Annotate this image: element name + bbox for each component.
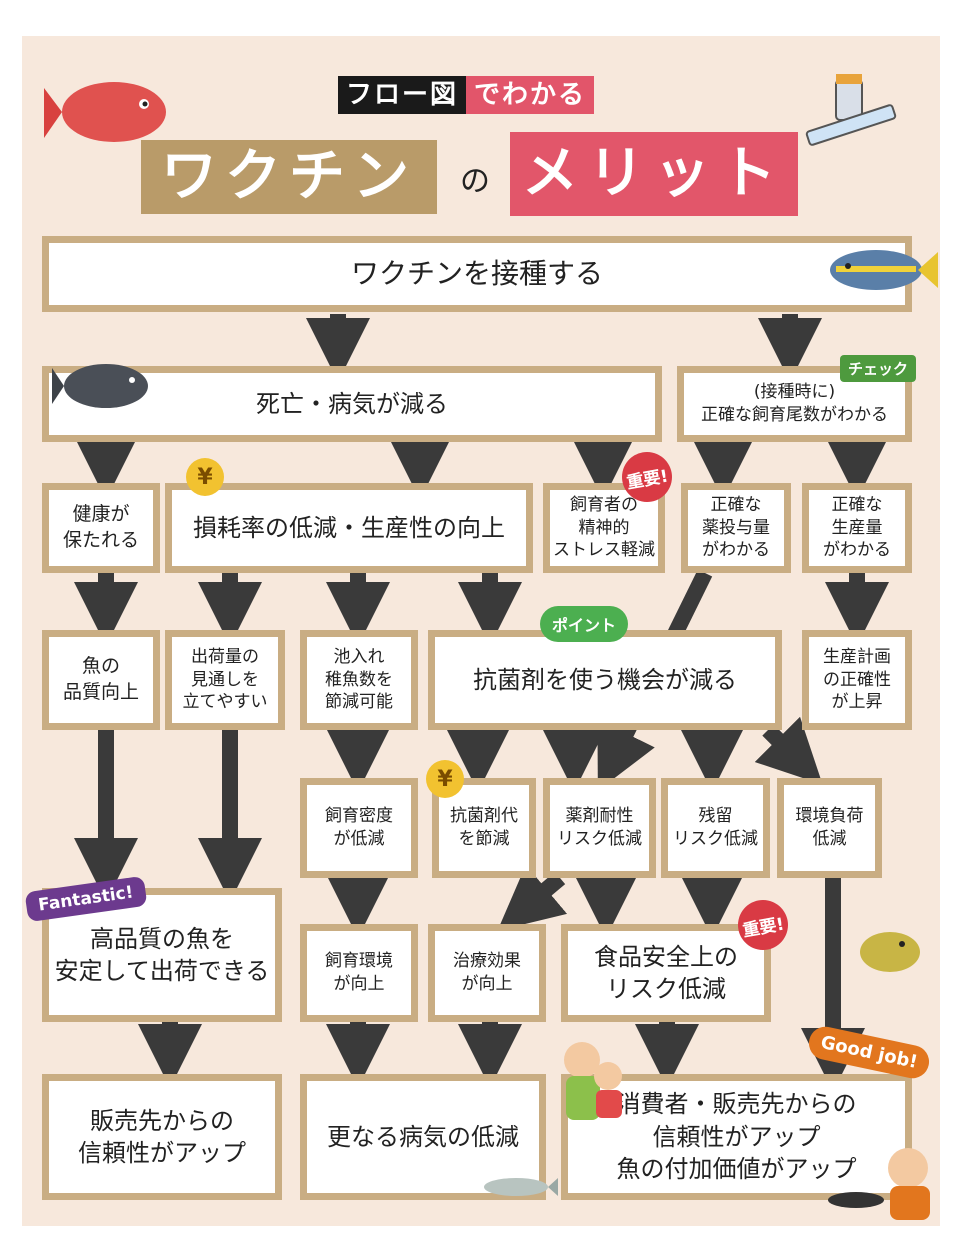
caption-pink: でわかる: [466, 76, 595, 114]
node-lossrate: 損耗率の低減・生産性の向上: [165, 483, 533, 573]
title-merit: メリット: [510, 132, 798, 216]
red-snapper-icon: [44, 82, 166, 142]
caption-black: フロー図: [338, 76, 467, 114]
node-fishquality: 魚の 品質向上: [42, 630, 160, 730]
node-vaccinate: ワクチンを接種する: [42, 236, 912, 312]
node-foodsafety: 食品安全上の リスク低減: [561, 924, 771, 1022]
node-production: 正確な 生産量 がわかる: [802, 483, 912, 573]
node-treatment: 治療効果 が向上: [428, 924, 546, 1022]
yen-icon-2: ¥: [426, 760, 464, 798]
title-particle: の: [460, 164, 490, 199]
node-trust: 販売先からの 信頼性がアップ: [42, 1074, 282, 1200]
node-dose: 正確な 薬投与量 がわかる: [681, 483, 791, 573]
node-antibiotic: 抗菌剤を使う機会が減る: [428, 630, 782, 730]
yen-icon-1: ¥: [186, 458, 224, 496]
medicine-syringe-icon: [805, 74, 897, 146]
arrow-resistance-treatment: [497, 864, 568, 931]
yellowtail-icon: [830, 250, 938, 290]
family-icon: [564, 1042, 622, 1120]
node-resistance: 薬剤耐性 リスク低減: [543, 778, 656, 878]
node-shipment: 出荷量の 見通しを 立てやすい: [165, 630, 285, 730]
arrow-antibiotic-environment: [754, 716, 823, 785]
grouper-icon: [52, 364, 148, 408]
chef-cooking-icon: [828, 1148, 930, 1220]
node-residue: 残留 リスク低減: [661, 778, 770, 878]
point-badge: ポイント: [540, 606, 629, 642]
node-environment: 環境負荷 低減: [777, 778, 882, 878]
node-health: 健康が 保たれる: [42, 483, 160, 573]
sweetfish-icon: [484, 1178, 558, 1196]
check-badge: チェック: [840, 355, 917, 382]
node-environment2: 飼育環境 が向上: [300, 924, 418, 1022]
title-caption: フロー図 でわかる: [338, 76, 595, 114]
node-stocking: 池入れ 稚魚数を 節減可能: [300, 630, 418, 730]
node-plan: 生産計画 の正確性 が上昇: [802, 630, 912, 730]
flounder-icon: [860, 932, 920, 972]
node-stress: 飼育者の 精神的 ストレス軽減: [543, 483, 665, 573]
node-density: 飼育密度 が低減: [300, 778, 418, 878]
title-vaccine: ワクチン: [141, 140, 437, 214]
